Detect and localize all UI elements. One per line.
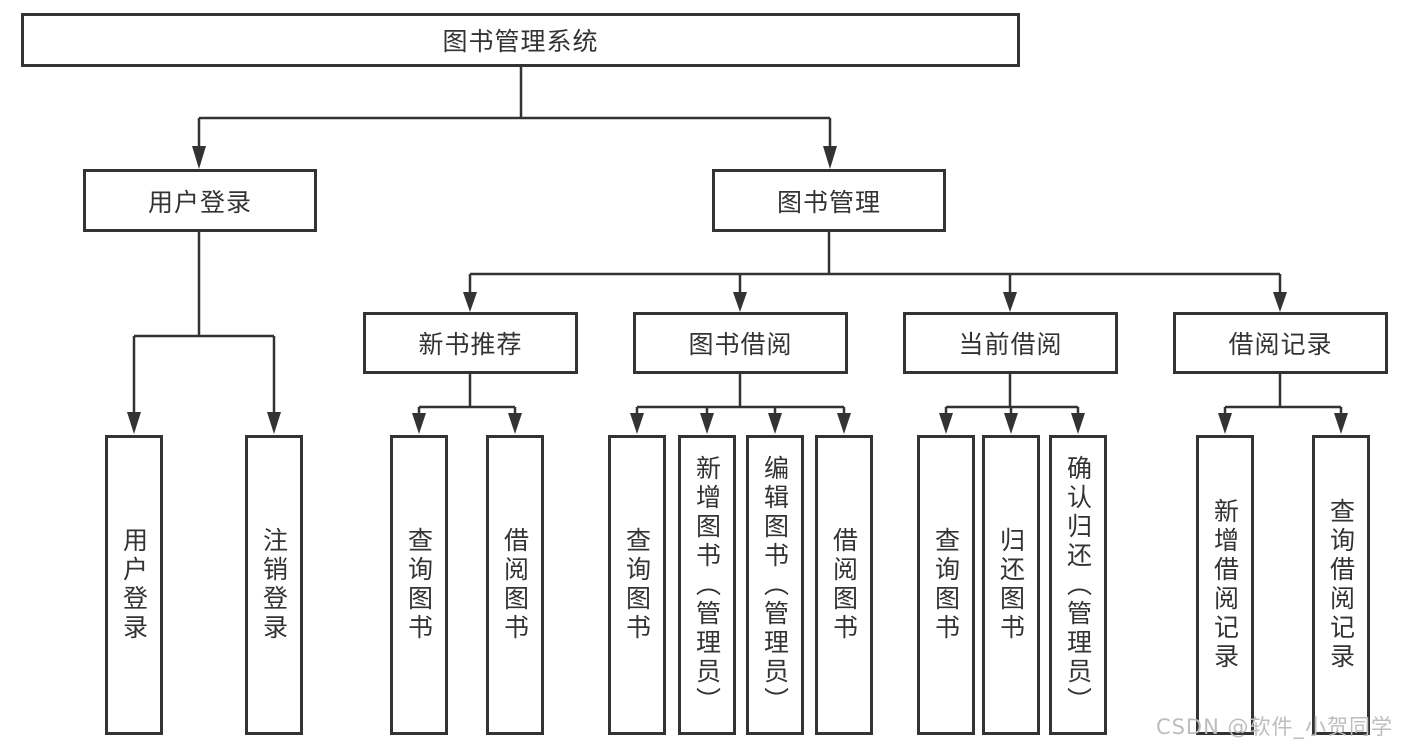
node-new-books: 新书推荐 [363,312,578,374]
node-current-borrow-label: 当前借阅 [958,330,1063,359]
arrowhead-icon [823,146,837,169]
node-book-borrow-label: 图书借阅 [688,330,793,359]
arrowhead-icon [1218,413,1232,434]
node-borrow-records-label: 借阅记录 [1228,330,1333,359]
leaf-current-query: 查询图书 [917,435,975,735]
arrowhead-icon [267,412,281,434]
connector-book-mgmt-to-level3 [463,232,1287,312]
leaf-return-book: 归还图书 [982,435,1040,735]
node-book-mgmt: 图书管理 [712,169,946,232]
leaf-query-record: 查询借阅记录 [1312,435,1370,735]
node-root: 图书管理系统 [21,13,1020,67]
leaf-current-query-label: 查询图书 [931,527,961,643]
leaf-logout-label: 注销登录 [259,527,289,643]
leaf-newbooks-borrow-label: 借阅图书 [500,527,530,643]
arrowhead-icon [1273,292,1287,312]
leaf-borrow-query: 查询图书 [608,435,666,735]
node-current-borrow: 当前借阅 [903,312,1118,374]
connector-new-books-subtree [412,374,522,434]
leaf-borrow-query-label: 查询图书 [622,527,652,643]
arrowhead-icon [1004,413,1018,434]
leaf-borrow-add-admin-label: 新增图书（管理员） [692,454,722,716]
connector-root-to-level2 [192,66,837,169]
watermark: CSDN @软件_小贺同学 [1155,715,1393,739]
arrowhead-icon [1334,413,1348,434]
leaf-newbooks-query-label: 查询图书 [404,527,434,643]
leaf-borrow-book-label: 借阅图书 [829,527,859,643]
leaf-return-book-label: 归还图书 [996,527,1026,643]
arrowhead-icon [700,413,714,434]
arrowhead-icon [837,413,851,434]
leaf-user-login-label: 用户登录 [119,527,149,643]
connector-book-borrow-subtree [630,374,851,434]
leaf-query-record-label: 查询借阅记录 [1326,498,1356,672]
arrowhead-icon [508,413,522,434]
arrowhead-icon [939,413,953,434]
connector-borrow-records-subtree [1218,374,1348,434]
leaf-confirm-return-admin: 确认归还（管理员） [1049,435,1107,735]
arrowhead-icon [192,146,206,169]
leaf-add-record-label: 新增借阅记录 [1210,498,1240,672]
leaf-user-login: 用户登录 [105,435,163,735]
connector-current-borrow-subtree [939,374,1085,434]
leaf-borrow-book: 借阅图书 [815,435,873,735]
node-root-label: 图书管理系统 [442,27,599,56]
arrowhead-icon [412,413,426,434]
arrowhead-icon [630,413,644,434]
leaf-logout: 注销登录 [245,435,303,735]
node-book-mgmt-label: 图书管理 [776,187,881,217]
arrowhead-icon [1071,413,1085,434]
node-borrow-records: 借阅记录 [1173,312,1388,374]
leaf-confirm-return-admin-label: 确认归还（管理员） [1063,454,1093,716]
arrowhead-icon [768,413,782,434]
node-book-borrow: 图书借阅 [633,312,848,374]
arrowhead-icon [733,292,747,312]
leaf-newbooks-query: 查询图书 [390,435,448,735]
node-new-books-label: 新书推荐 [418,330,523,359]
leaf-newbooks-borrow: 借阅图书 [486,435,544,735]
leaf-borrow-edit-admin-label: 编辑图书（管理员） [760,454,790,716]
arrowhead-icon [463,292,477,312]
connector-user-login-subtree [127,232,281,434]
node-user-login: 用户登录 [83,169,317,232]
node-user-login-label: 用户登录 [147,187,252,217]
arrowhead-icon [127,412,141,434]
arrowhead-icon [1003,292,1017,312]
leaf-add-record: 新增借阅记录 [1196,435,1254,735]
leaf-borrow-edit-admin: 编辑图书（管理员） [746,435,804,735]
leaf-borrow-add-admin: 新增图书（管理员） [678,435,736,735]
